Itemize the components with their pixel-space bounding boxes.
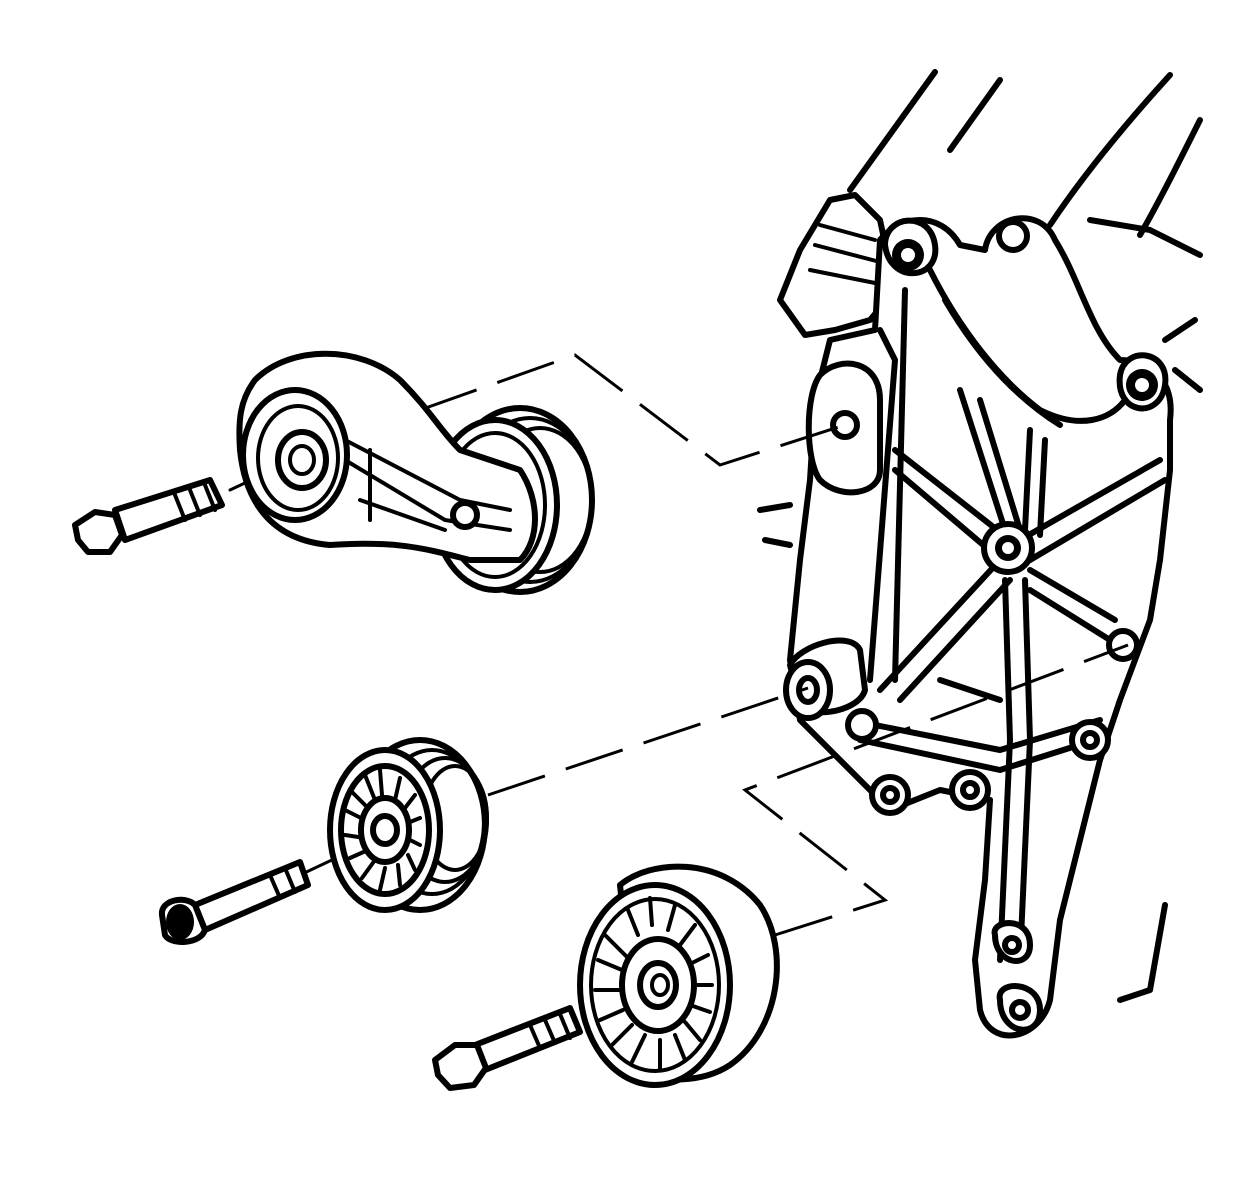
- smooth-idler-pulley-bolt: [432, 1005, 583, 1091]
- grooved-idler-pulley: [327, 737, 489, 913]
- tensioner-bolt: [72, 477, 225, 555]
- grooved-idler-pulley-bolt: [159, 859, 311, 945]
- belt-tensioner: [236, 350, 595, 595]
- smooth-idler-pulley: [577, 863, 780, 1088]
- engine-block-outline: [757, 69, 1203, 1003]
- engine-mounting-bracket: [777, 192, 1174, 1039]
